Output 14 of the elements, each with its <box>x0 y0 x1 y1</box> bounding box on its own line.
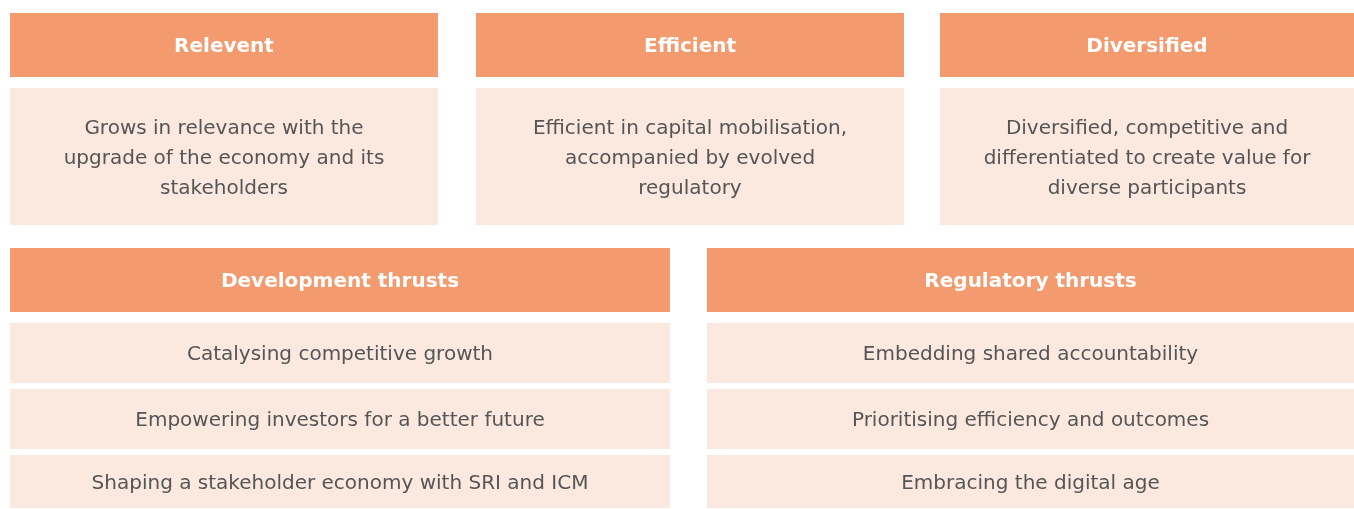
description-panel: Embracing the digital age <box>707 455 1354 508</box>
header-bar: Efficient <box>476 13 904 77</box>
description-panel: Efficient in capital mobilisation, accompanied by evolved regulatory <box>476 88 904 225</box>
header-bar: Regulatory thrusts <box>707 248 1354 312</box>
description-panel: Embedding shared accountability <box>707 323 1354 383</box>
description-panel: Shaping a stakeholder economy with SRI and ICM <box>10 455 670 508</box>
description-panel: Prioritising efficiency and outcomes <box>707 389 1354 449</box>
description-panel: Grows in relevance with the upgrade of the economy and its stakeholders <box>10 88 438 225</box>
description-panel: Empowering investors for a better future <box>10 389 670 449</box>
header-bar: Development thrusts <box>10 248 670 312</box>
header-bar: Diversified <box>940 13 1354 77</box>
description-panel: Catalysing competitive growth <box>10 323 670 383</box>
header-bar: Relevent <box>10 13 438 77</box>
description-panel: Diversified, competitive and differentiated to create value for diverse participants <box>940 88 1354 225</box>
